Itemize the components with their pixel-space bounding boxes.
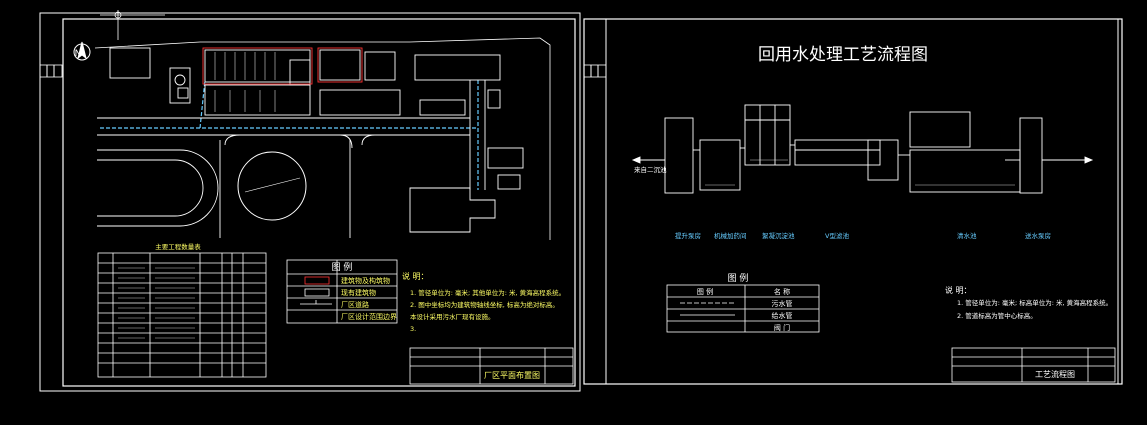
left-notes-heading: 说 明： <box>402 271 429 281</box>
right-legend-item: 给水管 <box>772 311 793 320</box>
left-sheet <box>39 10 581 392</box>
left-legend-item: 厂区道路 <box>341 300 369 309</box>
right-legend-item: 污水管 <box>772 299 793 308</box>
north-label: N <box>75 49 82 59</box>
right-note-line: 1. 管径单位为: 毫米; 标高单位为: 米, 黄海高程系统。 <box>957 298 1112 307</box>
left-note-line: 2. 图中坐标均为建筑物轴线坐标, 标高为绝对标高。 <box>410 300 559 309</box>
left-table-title: 主要工程数量表 <box>155 242 201 251</box>
right-sheet <box>583 18 1123 385</box>
process-label: 机械加药间 <box>714 231 747 240</box>
left-note-line: 本设计采用污水厂现有设施。 <box>410 312 495 321</box>
process-label: 絮凝沉淀池 <box>762 231 795 240</box>
left-legend-item: 厂区设计范围边界 <box>341 312 397 321</box>
left-note-line: 1. 管径单位为: 毫米; 其他单位为: 米, 黄海高程系统。 <box>410 288 565 297</box>
right-legend-col-name: 名 称 <box>774 287 790 296</box>
left-title-block <box>409 347 574 385</box>
right-legend-item: 阀 门 <box>774 323 790 332</box>
flow-chart-title: 回用水处理工艺流程图 <box>758 45 928 65</box>
right-note-line: 2. 管道标高为管中心标高。 <box>957 311 1037 320</box>
left-note-line: 3. <box>410 325 416 333</box>
process-label: 清水池 <box>957 231 977 240</box>
left-legend-item: 现有建筑物 <box>341 288 376 297</box>
right-title-block-name: 工艺流程图 <box>1035 369 1075 379</box>
right-title-block <box>951 347 1116 383</box>
inlet-label: 来自二沉池 <box>634 165 667 174</box>
right-legend-box <box>666 284 820 333</box>
process-label: 送水泵房 <box>1025 231 1051 240</box>
process-label: V型滤池 <box>825 231 849 240</box>
equipment-table <box>97 252 267 378</box>
right-legend-title: 图 例 <box>728 272 749 284</box>
process-label: 提升泵房 <box>675 231 701 240</box>
right-notes-heading: 说 明： <box>945 285 972 295</box>
right-legend-col-icon: 图 例 <box>697 287 713 296</box>
left-legend-box <box>286 259 398 324</box>
left-legend-title: 图 例 <box>332 261 353 273</box>
left-legend-item: 建筑物及构筑物 <box>341 276 390 285</box>
left-title-block-name: 厂区平面布置图 <box>484 370 540 380</box>
north-arrow-icon <box>73 41 91 61</box>
